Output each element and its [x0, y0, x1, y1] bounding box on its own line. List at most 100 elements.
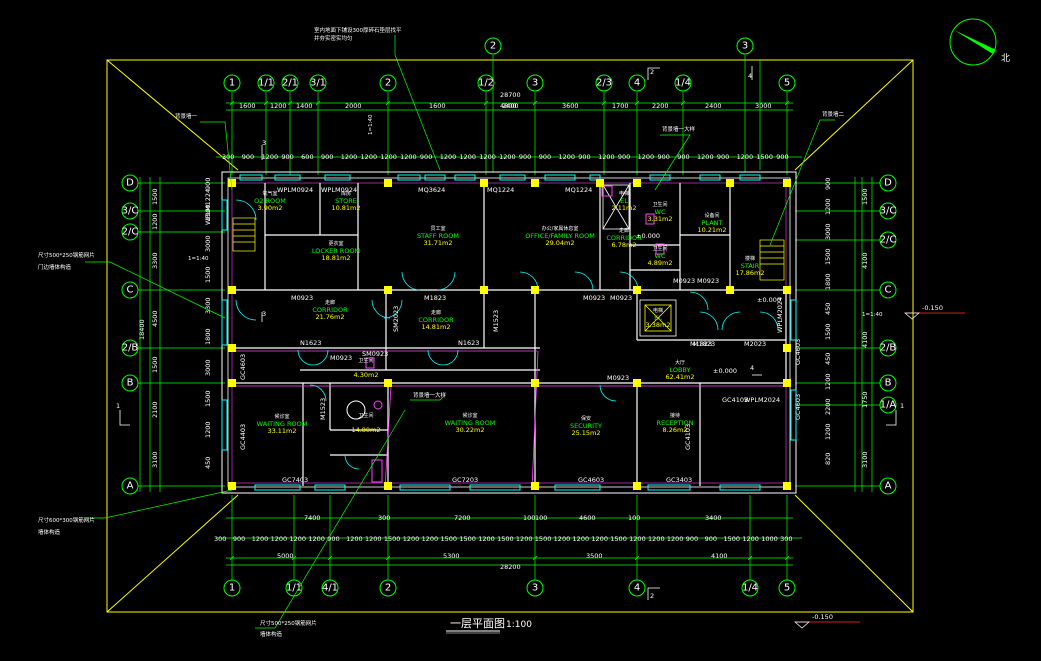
door-tag: WPLM2024: [776, 297, 784, 333]
grid-bubble-label: 4/1: [322, 583, 338, 594]
right-note-1: 背景墙二: [822, 110, 845, 118]
grid-bubble-ring: [736, 37, 754, 55]
dim-bottom-detail: 1200: [554, 535, 571, 543]
room-name-cn: 候诊室: [274, 413, 289, 420]
dim-left-total: 18400: [138, 319, 146, 340]
dimension-tick: [287, 100, 293, 106]
grid-bubble-ring: [379, 74, 397, 92]
dimension-tick: [747, 555, 753, 561]
door-tag: M0923: [583, 294, 605, 302]
grid-bubble-ring: [879, 374, 897, 392]
dim-left-detail: 450: [204, 457, 212, 469]
dim-bottom-detail: 1200: [365, 535, 382, 543]
svg-text:3: 3: [262, 310, 266, 318]
window: [790, 389, 797, 441]
window: [469, 484, 521, 491]
dim-bottom-detail: 1200: [289, 535, 306, 543]
dim-top: 1600: [239, 102, 256, 110]
column: [783, 344, 791, 352]
grid-bubble-label: 2: [490, 41, 496, 52]
window: [544, 174, 576, 181]
grid-bubble-ring: [628, 579, 646, 597]
dim-top-detail: 1200: [262, 153, 279, 161]
left-note-2: 尺寸500*250钢筋网片: [38, 251, 95, 259]
grid-bubble-ring: [379, 579, 397, 597]
grid-bubble-ring: [321, 579, 339, 597]
roof-outline: [106, 59, 914, 613]
grid-bubble: C: [879, 281, 897, 299]
grid-bubble-ring: [309, 74, 327, 92]
grid-bubble-ring: [778, 74, 796, 92]
dimension-tick: [229, 555, 235, 561]
room-area: 25.15m2: [571, 429, 600, 437]
grid-bubble-ring: [879, 231, 897, 249]
room-name-en: O2 ROOM: [254, 197, 286, 205]
dim-bottom-detail: 900: [327, 535, 339, 543]
room-name-en: LOCKER ROOM: [312, 247, 360, 255]
grid-bubble-ring: [121, 174, 139, 192]
grid-bubble: 2/C: [121, 223, 139, 241]
dim-bottom-detail: 1200: [422, 535, 439, 543]
room-name-cn: 走廊: [431, 309, 441, 316]
toilet-fixtures: [346, 185, 665, 483]
grid-bubble-label: A: [885, 481, 892, 492]
grid-bubble: 1/4: [674, 74, 692, 92]
dim-left: 2100: [151, 401, 159, 418]
room-area: 30.22m2: [455, 426, 484, 434]
room-name-cn: 更衣室: [328, 240, 343, 247]
dimension-lines: [139, 100, 873, 566]
column: [633, 286, 641, 294]
level-right: -0.150: [922, 304, 943, 312]
grid-bubble: 5: [778, 74, 796, 92]
door-tag: SM0923: [362, 350, 388, 358]
window: [274, 174, 301, 181]
dim-left: 1500: [151, 356, 159, 373]
grid-bubble-label: 1/1: [286, 583, 302, 594]
grid-bubble-label: 1/4: [742, 583, 758, 594]
dim-left-detail: 3000: [204, 235, 212, 252]
svg-text:2: 2: [650, 68, 654, 76]
window: [221, 199, 228, 231]
grid-bubble-ring: [484, 37, 502, 55]
window: [647, 484, 691, 491]
door-swing: [721, 311, 741, 331]
grid-bubble-label: 1: [229, 78, 235, 89]
dimension-tick: [601, 100, 607, 106]
dim-bottom-detail: 1200: [403, 535, 420, 543]
column: [531, 286, 539, 294]
door-tag: M1823: [693, 340, 715, 348]
grid-bubble-label: 2/1: [282, 78, 298, 89]
column: [783, 482, 791, 490]
dim-top-detail: 900: [420, 153, 432, 161]
dim-bottom-detail: 1200: [478, 535, 495, 543]
room-name-en: PLANT: [702, 219, 723, 227]
level-bottom: -0.150: [812, 613, 833, 621]
grid-bubble-label: 1/1: [258, 78, 274, 89]
drawing-title: 一层平面图 1:100: [446, 617, 532, 634]
bottom-note-4: 尺寸500*250钢筋网片: [260, 619, 317, 627]
door-swing: [235, 199, 257, 221]
dim-bottom-detail: 1200: [252, 535, 269, 543]
window: [649, 174, 671, 181]
title-scale: 1:100: [506, 620, 532, 630]
door-tag: M0923: [697, 277, 719, 285]
dim-top-detail: 900: [242, 153, 254, 161]
window: [424, 174, 446, 181]
room-area: 21.76m2: [315, 313, 344, 321]
dim-bottom-detail: 1500: [535, 535, 552, 543]
dim-top-detail: 1200: [697, 153, 714, 161]
door-swing: [309, 384, 327, 402]
dim-left: 3300: [151, 252, 159, 269]
dimension-tick: [634, 555, 640, 561]
grid-bubble-ring: [674, 74, 692, 92]
door-swing: [344, 454, 360, 470]
dim-top-detail: 1200: [440, 153, 457, 161]
dimension-tick: [784, 555, 790, 561]
window: [719, 484, 761, 491]
dim-top-detail: 1200: [737, 153, 754, 161]
dimension-tick: [634, 100, 640, 106]
north-arrow-icon: 北: [949, 18, 1010, 66]
